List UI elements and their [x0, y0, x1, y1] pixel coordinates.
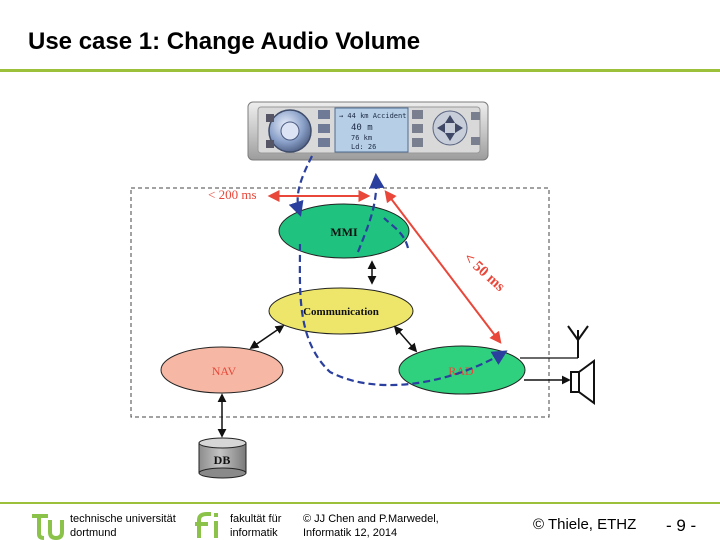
display-line-1: → 44 km Accident [339, 112, 406, 120]
car-radio-device: → 44 km Accident 40 m 76 km Ld: 26 [247, 101, 489, 161]
rad-label: RAD [448, 364, 474, 378]
title-underline [0, 69, 720, 72]
footer-copyright-line2: Informatik 12, 2014 [303, 527, 398, 539]
display-line-3: 76 km [351, 134, 372, 142]
display-line-2: 40 m [351, 123, 373, 133]
mmi-label: MMI [330, 225, 358, 239]
flow-path-mmi-to-rad [298, 243, 508, 387]
flow-path-device-to-mmi [288, 155, 313, 217]
system-boundary [130, 187, 550, 418]
deadline-50ms-line [384, 190, 502, 344]
db-cylinder [198, 437, 247, 479]
slide-title: Use case 1: Change Audio Volume [28, 28, 421, 55]
nav-node [160, 346, 284, 394]
communication-label: Communication [303, 306, 379, 318]
antenna-icon [520, 325, 589, 359]
footer-copyright-line1: © JJ Chen and P.Marwedel, [303, 513, 439, 525]
footer-rule [0, 502, 720, 504]
timing-label-50ms: < 50 ms [460, 250, 508, 295]
flow-path-rad-to-mmi [383, 217, 410, 249]
nav-label: NAV [212, 364, 237, 378]
radio-display [334, 107, 409, 153]
fi-logo-icon [195, 512, 218, 538]
nav-pad-icon [432, 110, 468, 146]
flow-path-mmi-to-device [356, 172, 385, 253]
speaker-icon [524, 359, 595, 405]
comm-nav-arrow [249, 324, 285, 350]
comm-rad-arrow [393, 325, 418, 353]
footer-faculty-line2: informatik [230, 527, 278, 539]
timing-label-200ms: < 200 ms [208, 187, 257, 202]
display-line-4: Ld: 26 [351, 143, 376, 151]
mmi-node [278, 203, 410, 259]
footer-university-line2: dortmund [70, 527, 117, 539]
db-label: DB [214, 453, 231, 467]
footer-credit: © Thiele, ETHZ [533, 516, 637, 533]
footer-faculty-line1: fakultät für [230, 513, 282, 525]
tu-logo-icon [32, 514, 64, 540]
footer-university-line1: technische universität [70, 513, 176, 525]
page-number: - 9 - [666, 516, 697, 535]
